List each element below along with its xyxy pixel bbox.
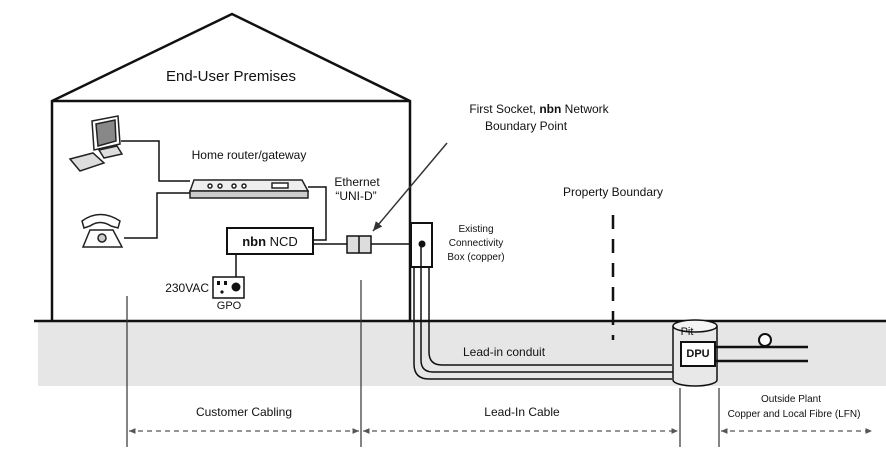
ncd-box	[226, 227, 314, 255]
property-boundary-label: Property Boundary	[563, 185, 663, 199]
dpu-label: DPU	[686, 348, 709, 360]
ethernet-label: Ethernet	[334, 175, 380, 189]
outside-plant-sublabel: Copper and Local Fibre (LFN)	[728, 409, 861, 420]
power-socket-icon	[217, 281, 241, 294]
telephone-icon	[81, 213, 124, 248]
ncd-label: nbn NCD	[242, 234, 298, 249]
segment-guides	[126, 280, 720, 447]
connectivity-box-line2: Connectivity	[449, 238, 503, 249]
connectivity-box-line3: Box (copper)	[447, 252, 504, 263]
connectivity-node	[418, 240, 426, 248]
conduit-label: Lead-in conduit	[463, 345, 546, 359]
ground-fill	[38, 321, 886, 386]
dpu-box	[680, 341, 716, 367]
gpo-label: GPO	[217, 300, 242, 312]
lead-in-cable-label: Lead-In Cable	[484, 405, 560, 419]
boundary-point-label: Boundary Point	[485, 119, 568, 133]
outside-cables	[715, 345, 808, 363]
lead-in-conduit	[413, 244, 688, 380]
uni-d-label: “UNI-D”	[335, 189, 376, 203]
router-label: Home router/gateway	[192, 148, 307, 162]
router-icon	[188, 179, 310, 199]
house	[50, 12, 412, 321]
cable-loop-icon	[758, 333, 772, 347]
computer-icon	[68, 115, 124, 172]
first-socket-label: First Socket, nbn Network	[469, 102, 609, 116]
outside-plant-label: Outside Plant	[761, 394, 821, 405]
pit-label: Pit	[681, 326, 694, 338]
house-title: End-User Premises	[166, 68, 296, 85]
connectivity-box-line1: Existing	[458, 224, 493, 235]
power-label: 230VAC	[165, 281, 209, 295]
boundary-point-arrow	[372, 142, 448, 232]
customer-cabling-label: Customer Cabling	[196, 405, 292, 419]
